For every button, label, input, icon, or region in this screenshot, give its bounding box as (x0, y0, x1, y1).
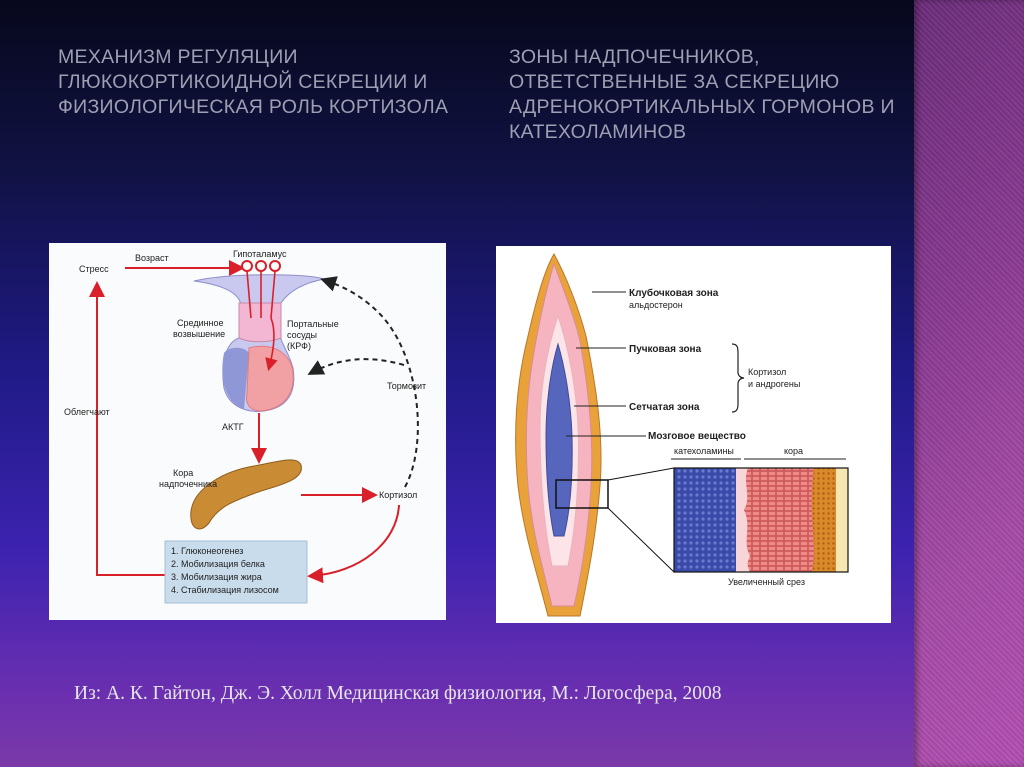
citation-text: Из: А. К. Гайтон, Дж. Э. Холл Медицинска… (74, 683, 722, 704)
posterior-pituitary (222, 347, 249, 409)
section-medulla (674, 468, 744, 572)
neuron-tract (246, 270, 276, 319)
bracket-cortisol (731, 343, 745, 413)
label-median-2: возвышение (173, 329, 225, 339)
label-reticularis: Сетчатая зона (629, 402, 700, 413)
hypothalamus-neuron (241, 260, 253, 272)
label-age: Возраст (135, 253, 169, 263)
section-capsule (836, 468, 848, 572)
label-portal-3: (КРФ) (287, 341, 311, 351)
label-acth: АКТГ (222, 422, 244, 432)
label-aldosterone: альдостерон (629, 300, 683, 310)
label-fasciculata: Пучковая зона (629, 344, 702, 355)
label-cortex-2: надпочечника (159, 479, 217, 489)
label-cortisol: Кортизол (379, 490, 417, 500)
adrenal-cortex-shape (190, 459, 302, 530)
median-eminence (238, 302, 282, 343)
portal-vessel-arrow (265, 317, 278, 372)
arrow-facilitate (89, 281, 167, 576)
label-glomerulosa: Клубочковая зона (629, 287, 719, 299)
arrow-inhibits-hypothalamus (320, 276, 419, 488)
zone-medulla (545, 342, 573, 537)
label-cortex-1: Кора (173, 468, 193, 478)
adrenal-zones-svg: Клубочковая зона альдостерон Пучковая зо… (515, 252, 849, 617)
zoom-line (607, 507, 675, 573)
label-cortisol-2: и андрогены (748, 379, 800, 389)
arrow-inhibits-pituitary (307, 358, 405, 375)
label-facilitate: Облегчают (64, 407, 110, 417)
enlarged-section (673, 467, 849, 573)
cortisol-regulation-svg: Стресс Возраст Гипоталамус Срединное воз… (64, 249, 426, 604)
arrow-cortisol-to-effects (307, 504, 400, 584)
effect-item: 2. Мобилизация белка (171, 559, 265, 569)
label-portal-2: сосуды (287, 330, 317, 340)
label-stress: Стресс (79, 264, 109, 274)
section-cortex-outer (812, 468, 838, 572)
label-median-1: Срединное (177, 318, 224, 328)
slide-title-right: ЗОНЫ НАДПОЧЕЧНИКОВ, ОТВЕТСТВЕННЫЕ ЗА СЕК… (509, 46, 895, 143)
label-hypothalamus: Гипоталамус (233, 249, 287, 259)
slide-title-left: МЕХАНИЗМ РЕГУЛЯЦИИ ГЛЮКОКОРТИКОИДНОЙ СЕК… (58, 46, 449, 118)
label-catecholamines: катехоламины (674, 446, 734, 456)
effect-item: 1. Глюконеогенез (171, 546, 243, 556)
effect-item: 4. Стабилизация лизосом (171, 585, 279, 595)
effects-box (164, 540, 308, 604)
label-cortisol-1: Кортизол (748, 367, 786, 377)
label-enlarged: Увеличенный срез (728, 577, 805, 587)
effect-item: 3. Мобилизация жира (171, 572, 262, 582)
section-border (736, 468, 750, 572)
zoom-region (555, 479, 609, 509)
adrenal-zones-diagram: Клубочковая зона альдостерон Пучковая зо… (496, 246, 891, 623)
zoom-line (607, 467, 675, 481)
label-portal-1: Портальные (287, 319, 339, 329)
section-cortex-inner (742, 468, 814, 572)
label-cortex: кора (784, 446, 803, 456)
hypothalamus-neuron (255, 260, 267, 272)
hypothalamus-neuron (269, 260, 281, 272)
anterior-pituitary (246, 345, 294, 412)
label-inhibits: Тормозит (387, 381, 426, 391)
section-frame (673, 467, 849, 573)
cortisol-regulation-diagram: Стресс Возраст Гипоталамус Срединное воз… (49, 243, 446, 620)
decorative-sidebar (914, 0, 1024, 767)
label-medulla: Мозговое вещество (648, 431, 746, 442)
